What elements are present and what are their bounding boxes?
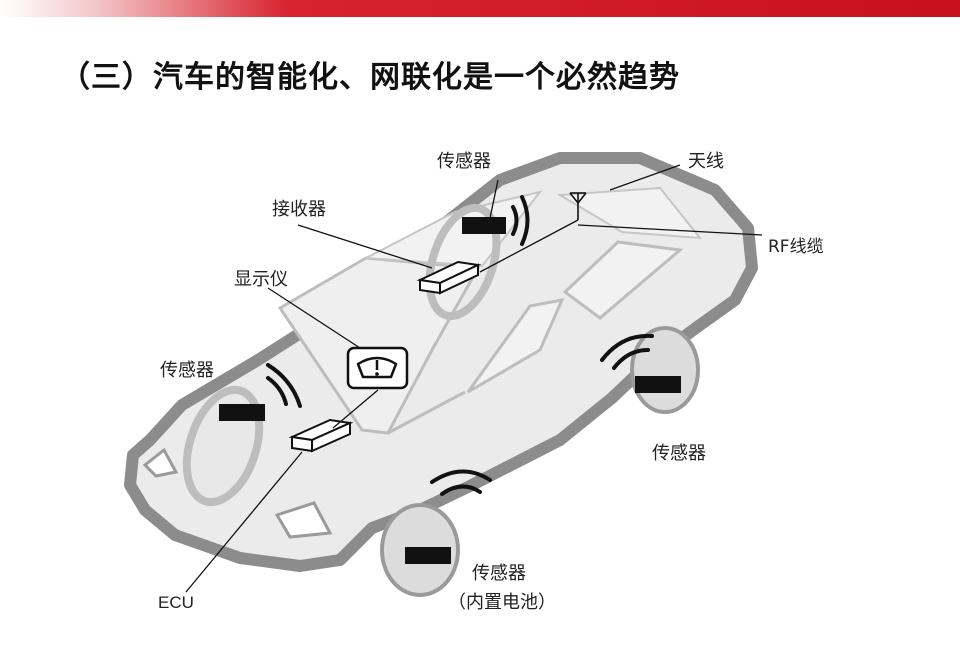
ecu-box [288,418,354,453]
label-sensor-bottom: 传感器 [472,563,526,584]
sensor-front-left-block [219,404,265,421]
label-rf-cable: RF线缆 [768,237,824,257]
label-display: 显示仪 [234,269,288,290]
display-tpms-icon [346,346,409,390]
label-sensor-bottom-note: （内置电池） [448,592,556,613]
label-antenna: 天线 [688,151,724,172]
rear-window [556,186,703,240]
header-accent-bar [0,0,960,17]
side-window-rear [562,240,684,320]
wheel-rear-left [425,203,501,321]
side-window-front [466,298,565,394]
headlight-left [142,447,179,478]
leader-lines [185,164,763,593]
signal-waves [266,195,654,496]
sensor-front-right-block [405,547,451,564]
label-sensor-right: 传感器 [652,443,706,464]
label-sensor-left: 传感器 [160,360,214,381]
label-receiver: 接收器 [272,199,326,220]
label-ecu: ECU [158,593,194,612]
wheel-rear-right [630,326,700,414]
slide-title: （三）汽车的智能化、网联化是一个必然趋势 [60,60,680,95]
receiver-box [416,260,482,295]
sensor-rear-left-block [462,217,506,234]
antenna-icon [569,192,587,220]
sensor-rear-right-block [635,376,681,393]
hood-vent [274,501,333,539]
label-sensor-top: 传感器 [437,151,491,172]
